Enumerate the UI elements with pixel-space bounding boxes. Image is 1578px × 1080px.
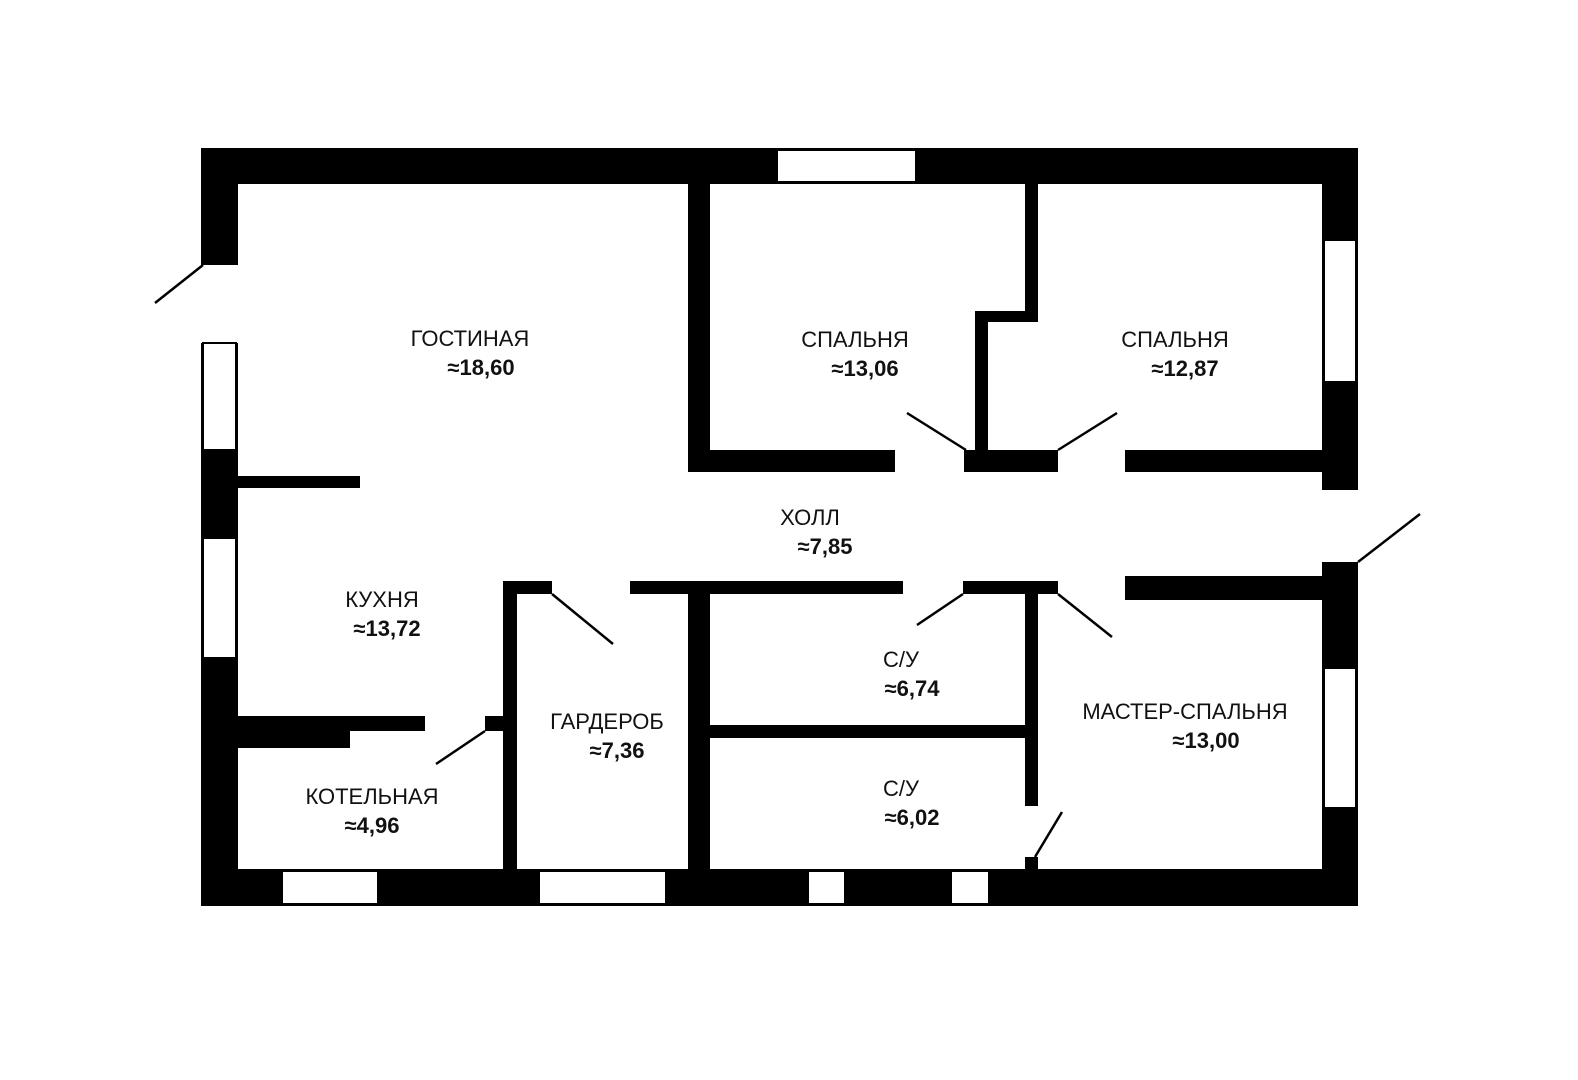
wall <box>630 581 903 594</box>
window <box>202 342 237 451</box>
room-area: ≈7,85 <box>797 534 853 559</box>
room-name: С/У <box>883 647 919 672</box>
room-name: С/У <box>883 776 919 801</box>
room-area: ≈13,72 <box>353 616 421 641</box>
room-area: ≈12,87 <box>1151 356 1219 381</box>
room-name: ГАРДЕРОБ <box>550 709 664 734</box>
room-name: СПАЛЬНЯ <box>1121 327 1229 352</box>
window <box>950 870 990 905</box>
room-name: КОТЕЛЬНАЯ <box>305 784 439 809</box>
door-swing <box>1057 411 1118 452</box>
wall <box>975 311 1038 322</box>
door-swing <box>435 729 486 766</box>
wall <box>688 450 895 472</box>
room-bedroom-2: СПАЛЬНЯ ≈12,87 <box>1121 325 1229 383</box>
room-bathroom-2: С/У ≈6,02 <box>883 774 940 832</box>
wall <box>1025 857 1038 869</box>
room-area: ≈18,60 <box>447 355 515 380</box>
window <box>1323 667 1357 809</box>
wall <box>1125 450 1322 472</box>
wall-left <box>201 148 238 265</box>
room-area: ≈13,00 <box>1172 728 1240 753</box>
door-swing <box>1033 811 1064 858</box>
wall-bottom <box>201 869 1358 906</box>
wall <box>485 716 503 731</box>
wall <box>238 731 350 748</box>
room-area: ≈13,06 <box>831 356 899 381</box>
wall <box>964 450 1058 472</box>
door-swing <box>916 592 964 627</box>
wall <box>688 594 710 869</box>
window <box>281 870 379 905</box>
door-swing <box>1057 593 1113 638</box>
wall <box>503 581 552 594</box>
wall <box>963 581 1058 594</box>
wall <box>238 476 360 488</box>
room-boiler: КОТЕЛЬНАЯ ≈4,96 <box>305 782 438 840</box>
door-swing <box>551 593 614 645</box>
door-swing <box>1357 513 1421 563</box>
windows <box>202 149 1357 905</box>
room-bathroom-1: С/У ≈6,74 <box>883 645 940 703</box>
room-name: СПАЛЬНЯ <box>801 327 909 352</box>
door-swing <box>154 264 204 304</box>
room-name: КУХНЯ <box>345 587 419 612</box>
door-swing <box>906 411 967 452</box>
wall <box>238 716 425 731</box>
room-area: ≈6,74 <box>884 676 940 701</box>
room-name: ГОСТИНАЯ <box>410 326 530 351</box>
window <box>538 870 667 905</box>
room-kitchen: КУХНЯ ≈13,72 <box>345 585 421 643</box>
wall <box>975 311 988 472</box>
window <box>807 870 846 905</box>
room-master-bedroom: МАСТЕР-СПАЛЬНЯ ≈13,00 <box>1082 697 1287 755</box>
room-name: ХОЛЛ <box>780 505 840 530</box>
room-hall: ХОЛЛ ≈7,85 <box>778 503 853 561</box>
wall <box>710 725 1025 738</box>
window <box>202 537 237 659</box>
wall <box>503 581 517 869</box>
room-area: ≈7,36 <box>589 738 645 763</box>
room-name: МАСТЕР-СПАЛЬНЯ <box>1082 699 1288 724</box>
window <box>776 149 917 183</box>
room-bedroom-1: СПАЛЬНЯ ≈13,06 <box>801 325 909 383</box>
window <box>1323 239 1357 383</box>
wall <box>1025 594 1038 806</box>
room-wardrobe: ГАРДЕРОБ ≈7,36 <box>550 707 664 765</box>
room-area: ≈6,02 <box>884 805 940 830</box>
doors <box>154 264 1421 858</box>
room-living: ГОСТИНАЯ ≈18,60 <box>411 324 530 382</box>
wall <box>1125 576 1322 600</box>
wall <box>688 184 710 472</box>
wall <box>1025 184 1038 322</box>
room-area: ≈4,96 <box>344 813 400 838</box>
